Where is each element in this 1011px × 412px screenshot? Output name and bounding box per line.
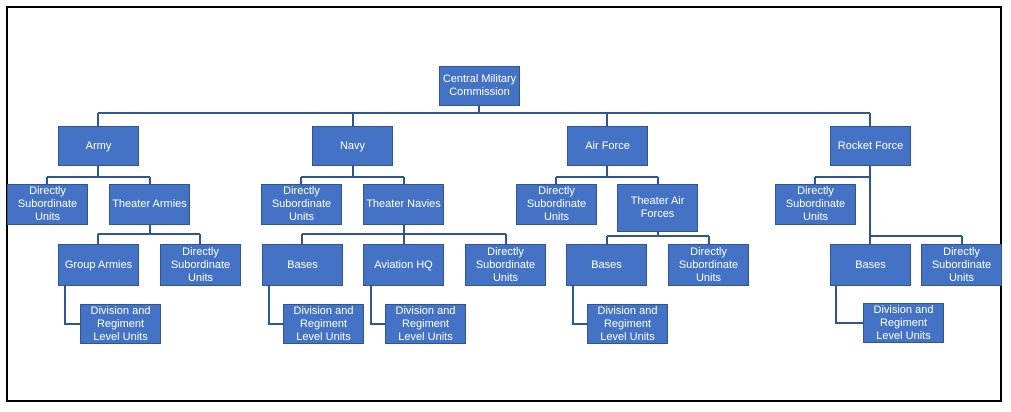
node-label: Theater Navies xyxy=(366,198,441,210)
node-army-division-regiment-units: Division and Regiment Level Units xyxy=(80,304,161,344)
node-label: Directly Subordinate Units xyxy=(785,185,846,223)
connector-rf-bases-div xyxy=(835,286,863,324)
node-label: Division and Regiment Level Units xyxy=(597,304,658,343)
connector-army-children xyxy=(46,166,151,184)
connector-cmc-services xyxy=(97,106,871,126)
node-label: Directly Subordinate Units xyxy=(931,245,992,284)
node-label: Group Armies xyxy=(64,258,133,271)
node-army-theater-directly-subordinate-units: Directly Subordinate Units xyxy=(160,244,241,286)
node-label: Theater Air Forces xyxy=(630,195,685,220)
connector-army-group-div xyxy=(64,286,80,325)
node-theater-air-forces: Theater Air Forces xyxy=(617,184,698,232)
node-aviation-hq: Aviation HQ xyxy=(363,244,444,286)
node-navy-bases-division-regiment-units: Division and Regiment Level Units xyxy=(283,304,364,344)
node-label: Directly Subordinate Units xyxy=(678,245,739,284)
node-army-directly-subordinate-units: Directly Subordinate Units xyxy=(7,184,88,225)
connector-army-theater-children xyxy=(97,225,201,244)
node-label: Central Military Commission xyxy=(442,73,517,98)
connector-af-children xyxy=(555,166,659,184)
node-group-armies: Group Armies xyxy=(58,244,139,286)
node-af-bases: Bases xyxy=(566,244,647,286)
node-af-theater-directly-subordinate-units: Directly Subordinate Units xyxy=(668,244,749,286)
node-rf-directly-subordinate-units: Directly Subordinate Units xyxy=(775,184,856,225)
node-navy-bases: Bases xyxy=(262,244,343,286)
connector-rf-children xyxy=(814,166,963,244)
node-label: Theater Armies xyxy=(112,198,187,210)
node-af-directly-subordinate-units: Directly Subordinate Units xyxy=(516,184,597,225)
node-theater-armies: Theater Armies xyxy=(109,184,190,225)
node-label: Army xyxy=(85,139,112,152)
node-label: Navy xyxy=(339,139,366,152)
node-label: Directly Subordinate Units xyxy=(475,245,536,284)
connector-af-theater-children xyxy=(606,232,710,244)
node-label: Directly Subordinate Units xyxy=(17,185,78,223)
node-navy-directly-subordinate-units: Directly Subordinate Units xyxy=(261,184,342,225)
node-label: Rocket Force xyxy=(837,139,904,152)
node-label: Aviation HQ xyxy=(374,258,433,271)
connector-navy-bases-div xyxy=(268,286,283,325)
node-navy: Navy xyxy=(312,126,393,166)
connector-navy-theater-children xyxy=(301,225,507,244)
node-rf-bases-directly-subordinate-units: Directly Subordinate Units xyxy=(921,244,1002,286)
node-rf-division-regiment-units: Division and Regiment Level Units xyxy=(863,303,944,343)
node-label: Directly Subordinate Units xyxy=(170,245,231,284)
node-label: Bases xyxy=(855,258,886,271)
node-label: Division and Regiment Level Units xyxy=(873,303,934,342)
node-theater-navies: Theater Navies xyxy=(363,184,444,225)
node-label: Directly Subordinate Units xyxy=(271,185,332,223)
node-label: Division and Regiment Level Units xyxy=(293,304,354,343)
node-af-division-regiment-units: Division and Regiment Level Units xyxy=(587,304,668,344)
connector-af-bases-div xyxy=(572,286,587,325)
node-label: Air Force xyxy=(585,139,630,152)
node-central-military-commission: Central Military Commission xyxy=(439,66,520,106)
node-navy-aviation-division-regiment-units: Division and Regiment Level Units xyxy=(385,304,466,344)
node-label: Division and Regiment Level Units xyxy=(395,304,456,343)
node-label: Bases xyxy=(591,258,622,271)
node-label: Bases xyxy=(287,258,318,271)
node-navy-theater-directly-subordinate-units: Directly Subordinate Units xyxy=(465,244,546,286)
node-label: Directly Subordinate Units xyxy=(526,185,587,223)
node-label: Division and Regiment Level Units xyxy=(90,304,151,343)
connector-navy-aviation-div xyxy=(370,286,385,325)
node-rocket-force: Rocket Force xyxy=(830,126,911,166)
connector-navy-children xyxy=(300,166,405,184)
node-army: Army xyxy=(58,126,139,166)
node-air-force: Air Force xyxy=(567,126,648,166)
node-rf-bases: Bases xyxy=(830,244,911,286)
